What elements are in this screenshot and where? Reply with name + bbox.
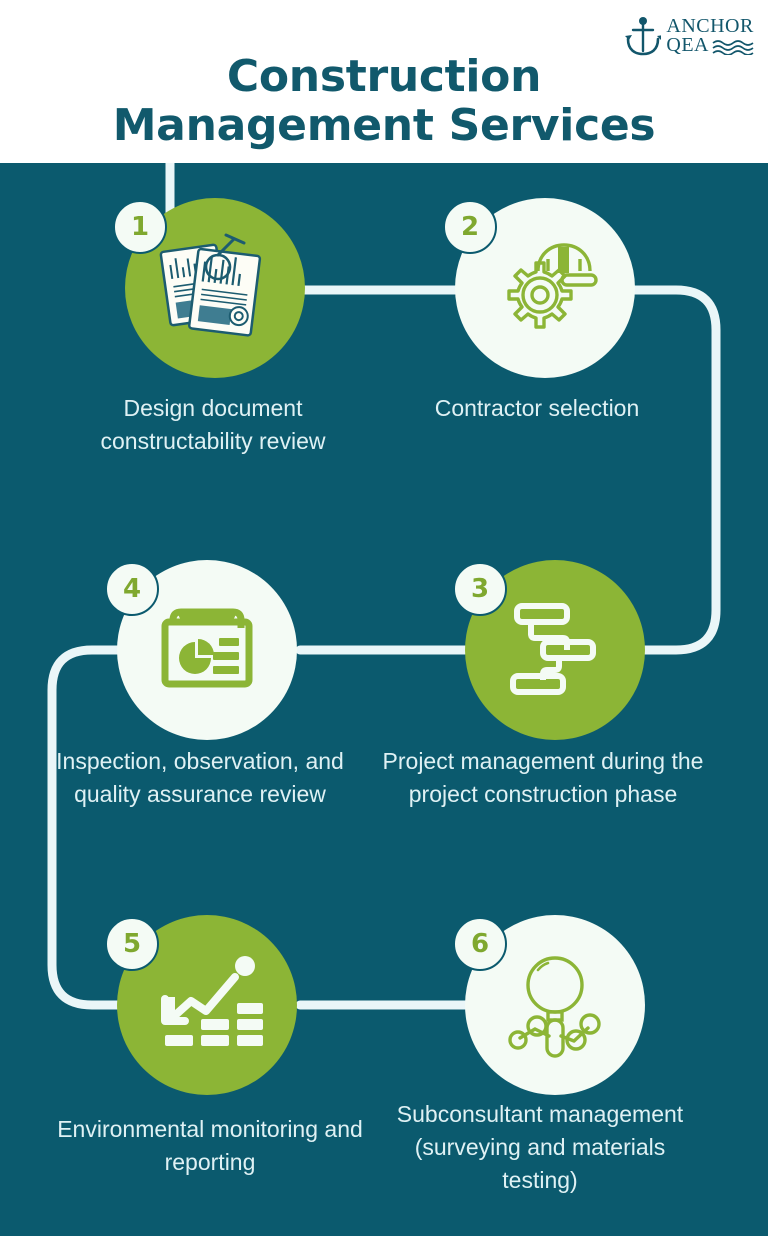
waves-icon — [712, 40, 754, 56]
step-4-label: Inspection, observation, and quality ass… — [56, 748, 344, 807]
step-2-number-badge: 2 — [443, 200, 497, 254]
step-5-number-badge: 5 — [105, 917, 159, 971]
step-4-number-badge: 4 — [105, 562, 159, 616]
magnifier-network-icon — [508, 956, 601, 1058]
step-6-label: Subconsultant management (surveying and … — [396, 1101, 684, 1193]
page-title: Construction Management Services — [0, 52, 768, 151]
step-3-label: Project management during the project co… — [382, 748, 704, 807]
step-5-label: Environmental monitoring and reporting — [57, 1116, 363, 1175]
step-6-number-badge: 6 — [453, 917, 507, 971]
step-1-number-badge: 1 — [113, 200, 167, 254]
logo-text-anchor: ANCHOR — [666, 14, 754, 37]
page-title-line-2: Management Services — [112, 100, 656, 152]
step-2-label: Contractor selection — [434, 395, 640, 421]
report-pie-chart-icon — [161, 608, 253, 688]
page-title-line-1: Construction — [226, 51, 542, 102]
gantt-chart-icon — [510, 603, 596, 695]
step-1-label: Design document constructability review — [100, 395, 326, 454]
step-5-bubble — [117, 915, 297, 1095]
logo-text-qea: QEA — [666, 34, 709, 56]
anchor-icon — [625, 17, 662, 56]
trend-line-bars-icon — [161, 956, 263, 1046]
anchor-qea-logo: ANCHOR QEA — [621, 14, 754, 58]
documents-chart-magnifier-icon — [159, 233, 262, 337]
step-3-number-badge: 3 — [453, 562, 507, 616]
gear-hardhat-icon — [507, 243, 598, 329]
header-banner: ANCHOR QEA Construction Management Servi… — [0, 0, 768, 163]
path-step2-to-step3 — [627, 285, 721, 655]
